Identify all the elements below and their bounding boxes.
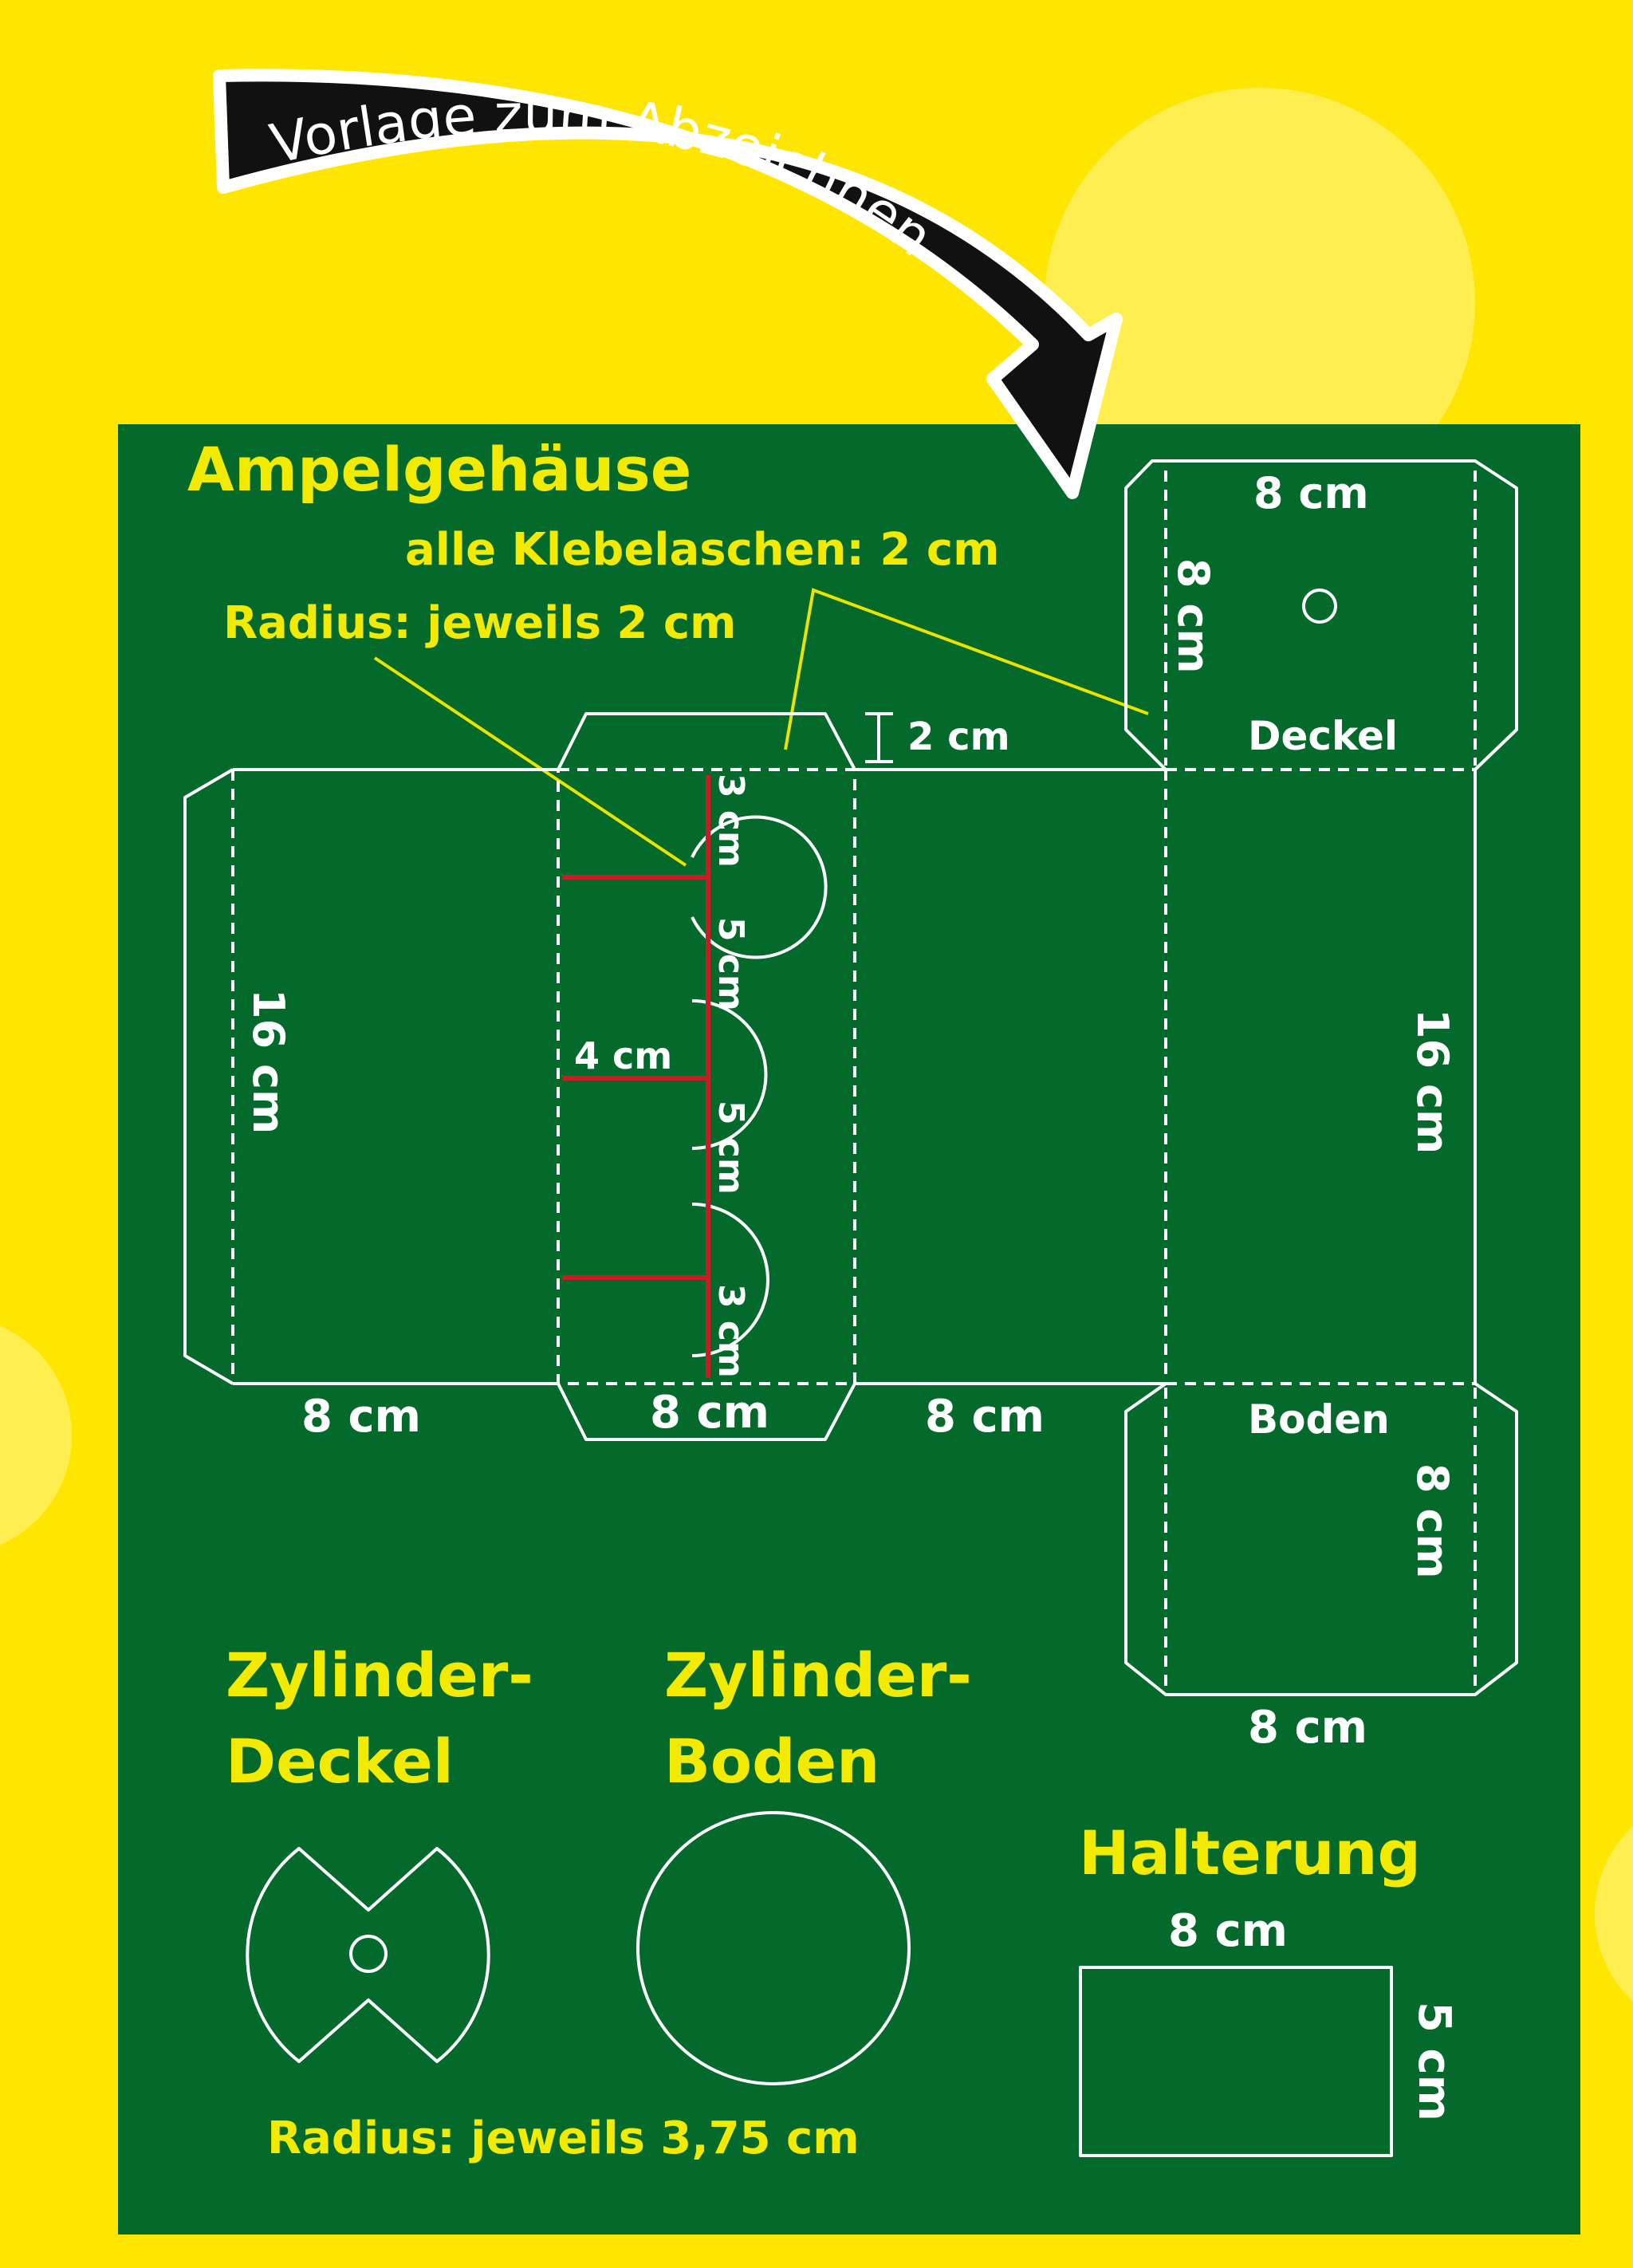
dim-bottom-1: 8 cm (301, 1391, 421, 1443)
cyl-base-title-2: Boden (664, 1726, 879, 1797)
glue-flap-left (183, 768, 234, 1385)
holder-rectangle (1079, 1966, 1393, 2157)
background-circle (0, 1325, 72, 1545)
flaps-pointer-line (784, 588, 1149, 750)
dim-light-bottom: 3 cm (710, 1284, 751, 1378)
dim-bottom-3: 8 cm (925, 1391, 1045, 1443)
dim-bottom-2: 8 cm (650, 1387, 769, 1439)
housing-net (183, 459, 1518, 1696)
radius-pointer-line (373, 656, 687, 867)
cyl-lid-title-1: Zylinder- (226, 1640, 533, 1711)
holder-width: 8 cm (1168, 1905, 1288, 1957)
dim-light-offset: 4 cm (574, 1034, 672, 1077)
dim-lid-height: 8 cm (1168, 558, 1218, 674)
dim-flap: 2 cm (907, 715, 1010, 759)
lid-label: Deckel (1248, 713, 1398, 759)
cylinder-radius-note: Radius: jeweils 3,75 cm (267, 2112, 860, 2164)
glue-flap-top (557, 712, 856, 770)
holder-title: Halterung (1079, 1817, 1421, 1888)
dim-height-right: 16 cm (1407, 1009, 1458, 1154)
dim-light-top: 3 cm (710, 774, 751, 868)
cylinder-lid-shape (246, 1847, 490, 2063)
dim-light-gap-1: 5 cm (710, 917, 751, 1011)
dim-base-width: 8 cm (1248, 1702, 1367, 1754)
dim-height-left: 16 cm (243, 989, 293, 1134)
flaps-note: alle Klebelaschen: 2 cm (405, 524, 999, 576)
radius-note: Radius: jeweils 2 cm (223, 597, 736, 649)
lid-outline (1124, 459, 1518, 771)
base-outline (1124, 1382, 1518, 1696)
arrow-icon (213, 69, 1123, 499)
dim-light-gap-2: 5 cm (710, 1101, 751, 1195)
light-opening-top (691, 815, 828, 959)
housing-title: Ampelgehäuse (187, 434, 691, 505)
front-panel (557, 768, 856, 1385)
light-opening-middle (691, 999, 768, 1150)
cyl-base-title-1: Zylinder- (664, 1640, 972, 1711)
dim-base-height: 8 cm (1407, 1463, 1458, 1579)
cylinder-lid-hole (349, 1935, 388, 1973)
green-board (118, 424, 1580, 2235)
cyl-lid-title-2: Deckel (226, 1726, 454, 1797)
glue-flap-bottom (557, 1383, 856, 1441)
background-circle (1045, 88, 1475, 518)
holder-height: 5 cm (1408, 2002, 1460, 2121)
lid-hole (1302, 589, 1337, 624)
base-label: Boden (1248, 1396, 1390, 1443)
background-circle (1595, 1826, 1633, 2002)
dim-lid-width: 8 cm (1253, 468, 1369, 518)
light-opening-bottom (691, 1203, 769, 1357)
cylinder-base-circle (636, 1811, 911, 2085)
